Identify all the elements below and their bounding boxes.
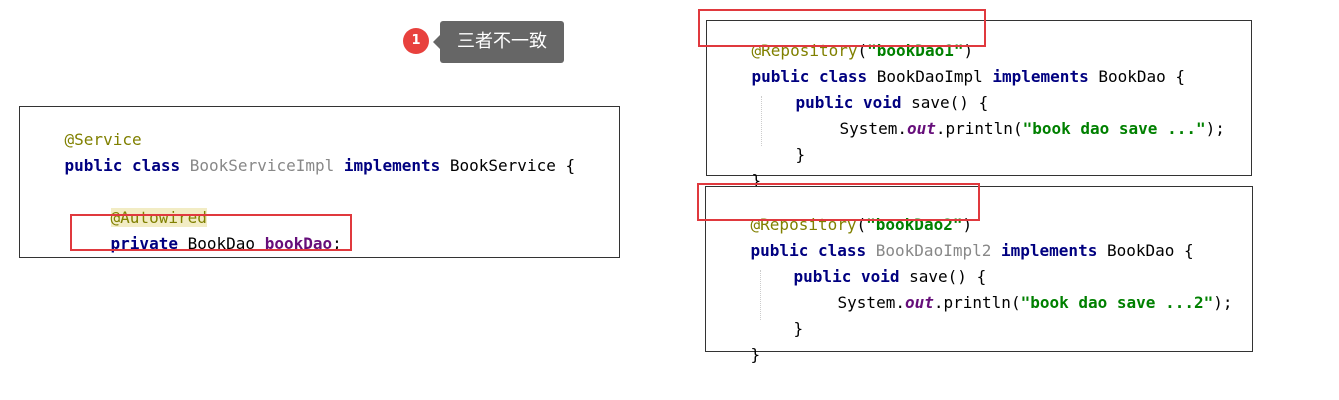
keyword-public-class: public class: [64, 156, 181, 175]
paren-close: ): [962, 215, 973, 234]
class-name: BookServiceImpl: [189, 156, 335, 175]
code-line-field: private BookDao bookDao;: [72, 217, 342, 271]
keyword-public-class: public class: [750, 241, 867, 260]
keyword-implements: implements: [1001, 241, 1098, 260]
statement-end: );: [1213, 293, 1233, 312]
system-class: System.: [837, 293, 905, 312]
semicolon: ;: [332, 234, 342, 253]
code-line-dao2-class: public class BookDaoImpl2 implements Boo…: [712, 224, 1194, 278]
code-line-service-class: public class BookServiceImpl implements …: [26, 139, 576, 193]
keyword-public-class: public class: [751, 67, 868, 86]
code-line-dao1-println: System.out.println("book dao save ...");: [801, 102, 1225, 156]
method-signature: save() {: [911, 93, 989, 112]
code-line-dao2-close-method: }: [755, 302, 804, 356]
tooltip-arrow: [433, 35, 440, 49]
code-line-autowired: @Autowired: [72, 191, 207, 245]
out-field: out: [904, 293, 934, 312]
keyword-implements: implements: [992, 67, 1089, 86]
highlight-repository2-box: [697, 183, 980, 221]
keyword-implements: implements: [343, 156, 441, 175]
indent-guide: [761, 96, 762, 146]
interface-name: BookDao {: [1098, 67, 1186, 86]
paren-close: ): [963, 41, 974, 60]
highlight-field-box: [70, 214, 352, 251]
keyword-private: private: [110, 234, 178, 253]
interface-name: BookService {: [449, 156, 576, 175]
code-line-dao2-method: public void save() {: [755, 250, 987, 304]
class-name: BookDaoImpl: [876, 67, 983, 86]
paren-open: (: [856, 215, 867, 234]
close-brace: }: [750, 345, 761, 364]
output-string: "book dao save ...2": [1020, 293, 1214, 312]
code-line-dao1-class: public class BookDaoImpl implements Book…: [713, 50, 1186, 104]
service-code-box: @Service public class BookServiceImpl im…: [19, 106, 620, 258]
highlight-repository1-box: [698, 9, 986, 47]
interface-name: BookDao {: [1106, 241, 1194, 260]
close-brace: }: [793, 319, 804, 338]
field-type: BookDao: [187, 234, 256, 253]
paren-open: (: [857, 41, 868, 60]
field-name: bookDao: [264, 234, 333, 253]
code-line-dao2-println: System.out.println("book dao save ...2")…: [799, 276, 1233, 330]
method-signature: save() {: [909, 267, 987, 286]
class-name: BookDaoImpl2: [875, 241, 992, 260]
autowired-annotation: @Autowired: [110, 208, 207, 227]
code-line-service-annotation: @Service: [26, 113, 142, 167]
service-annotation: @Service: [64, 130, 142, 149]
out-field: out: [906, 119, 936, 138]
code-line-dao2-close-class: }: [712, 328, 761, 382]
close-brace: }: [751, 171, 762, 190]
keyword-public-void: public void: [795, 93, 902, 112]
output-string: "book dao save ...": [1022, 119, 1206, 138]
code-line-dao1-close-class: }: [713, 154, 762, 208]
step-number-badge: 1: [403, 28, 429, 54]
tooltip-note: 三者不一致: [440, 21, 564, 63]
keyword-public-void: public void: [793, 267, 900, 286]
indent-guide: [760, 270, 761, 320]
code-line-dao1-method: public void save() {: [757, 76, 989, 130]
close-brace: }: [795, 145, 806, 164]
println-call: .println(: [933, 293, 1021, 312]
system-class: System.: [839, 119, 907, 138]
println-call: .println(: [935, 119, 1023, 138]
code-line-dao1-close-method: }: [757, 128, 806, 182]
statement-end: );: [1205, 119, 1225, 138]
